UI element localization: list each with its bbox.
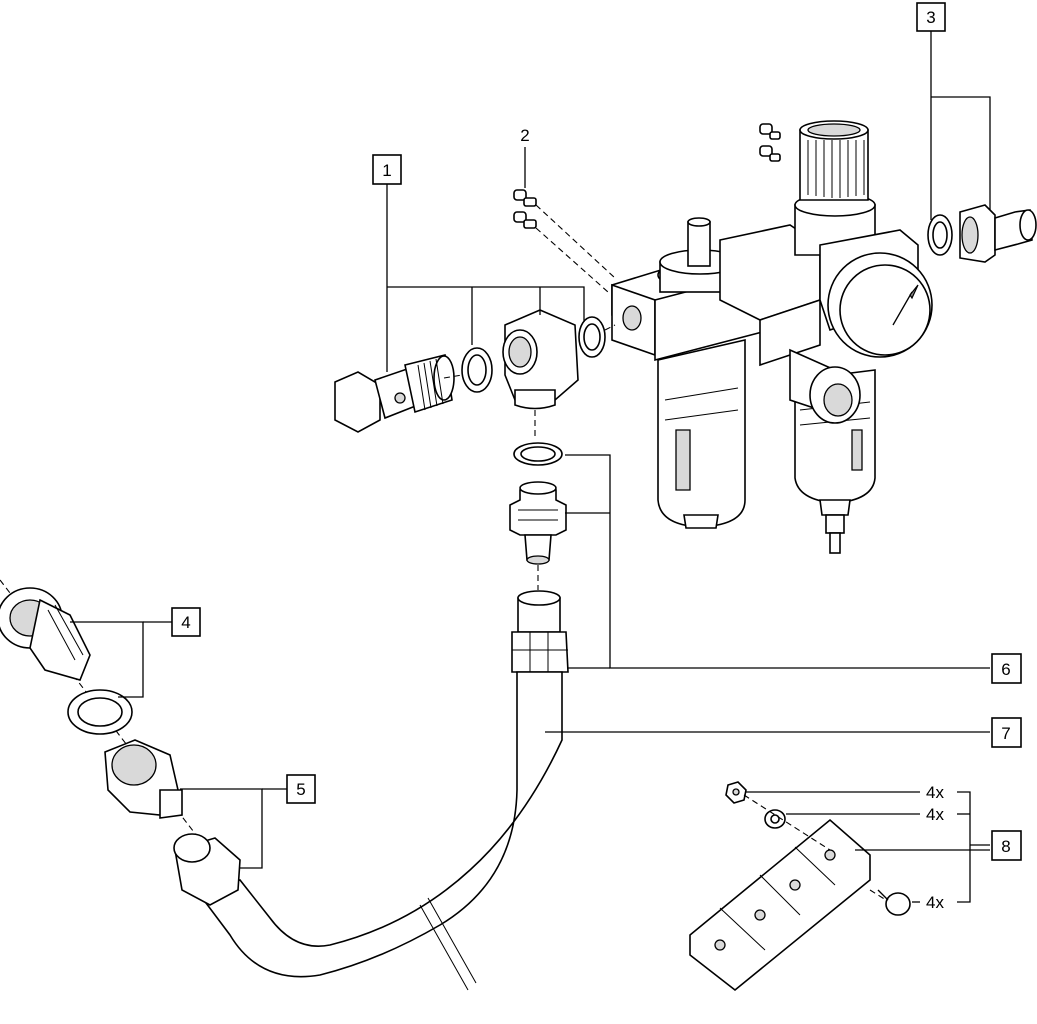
svg-text:8: 8 <box>1001 837 1010 856</box>
coupling-item-4 <box>0 579 201 841</box>
clamp-item-8 <box>689 781 990 992</box>
svg-text:2: 2 <box>520 126 529 145</box>
svg-text:1: 1 <box>382 161 391 180</box>
hose-item-7 <box>198 671 990 991</box>
qty-label-screw: 4x <box>926 893 944 912</box>
screws-item-2 <box>513 147 616 293</box>
fitting-item-6 <box>509 442 990 673</box>
nut-item-5 <box>104 739 287 906</box>
callout-2: 2 <box>520 126 529 145</box>
qty-label-nut: 4x <box>926 783 944 802</box>
filter-regulator-unit <box>611 120 933 554</box>
fitting-item-3 <box>927 28 1037 263</box>
callout-4: 4 <box>171 607 201 637</box>
callout-1: 1 <box>372 154 402 185</box>
svg-text:6: 6 <box>1001 660 1010 679</box>
callout-5: 5 <box>286 774 316 804</box>
svg-text:4: 4 <box>181 613 190 632</box>
callout-3: 3 <box>916 2 946 32</box>
qty-label-washer: 4x <box>926 805 944 824</box>
callout-7: 7 <box>991 717 1022 748</box>
banjo-fitting-group <box>334 184 616 440</box>
mounting-screws-top <box>759 123 781 162</box>
svg-text:7: 7 <box>1001 724 1010 743</box>
callout-8: 8 <box>991 830 1022 861</box>
svg-text:3: 3 <box>926 8 935 27</box>
svg-text:5: 5 <box>296 780 305 799</box>
callout-6: 6 <box>991 653 1022 684</box>
